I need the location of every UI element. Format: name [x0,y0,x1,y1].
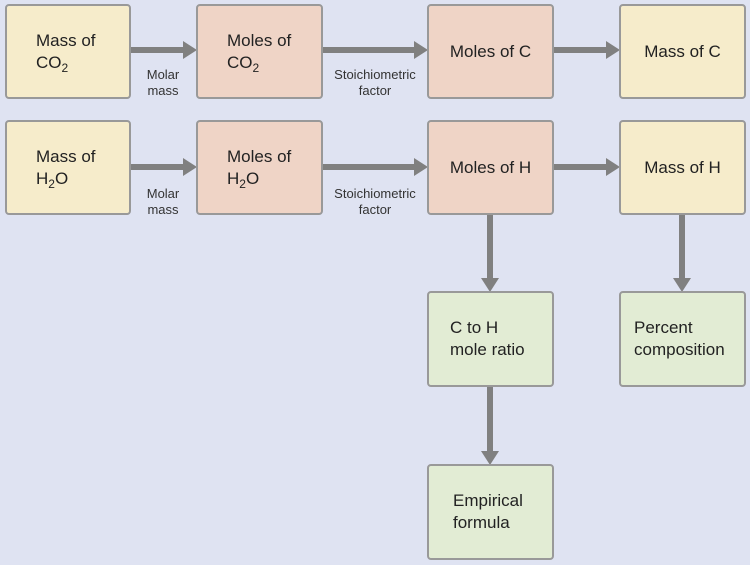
mass-h2o-box: Mass of H2O [5,120,131,215]
empirical-line1: Empirical [453,491,523,510]
arrow-moles-h-to-mass-h [554,158,620,176]
percent-line1: Percent [634,318,693,337]
moles-c-label: Moles of C [449,41,532,61]
mole-ratio-line2: mole ratio [450,340,525,359]
arrow-moles-h2o-to-moles-h [323,158,428,176]
mass-co2-box: Mass of CO2 [5,4,131,99]
mass-co2-line1: Mass of [36,30,96,50]
mass-c-label: Mass of C [644,41,721,61]
moles-h-label: Moles of H [449,158,532,177]
percent-composition-box: Percent composition [619,291,746,387]
moles-co2-line1: Moles of [227,30,292,50]
arrow-mole-ratio-to-empirical [481,387,499,465]
percent-line2: composition [634,340,725,359]
mole-ratio-line1: C to H [450,318,499,337]
moles-co2-formula: CO2 [227,52,260,75]
mole-ratio-box: C to H mole ratio [427,291,554,387]
arrow-moles-h-to-mole-ratio [481,215,499,292]
arrow-mass-co2-to-moles-co2 [131,41,197,59]
moles-h2o-line1: Moles of [227,146,292,166]
arrow-mass-h2o-to-moles-h2o [131,158,197,176]
mass-h2o-line1: Mass of [36,146,96,166]
mass-h2o-formula: H2O [36,168,69,191]
mass-c-box: Mass of C [619,4,746,99]
arrow-moles-c-to-mass-c [554,41,620,59]
mass-co2-formula: CO2 [36,52,69,75]
moles-h2o-box: Moles of H2O [196,120,323,215]
moles-co2-box: Moles of CO2 [196,4,323,99]
mass-h-box: Mass of H [619,120,746,215]
empirical-line2: formula [453,513,510,532]
arrow-mass-h-to-percent [673,215,691,292]
arrow-moles-co2-to-moles-c [323,41,428,59]
empirical-formula-box: Empirical formula [427,464,554,560]
moles-c-box: Moles of C [427,4,554,99]
mass-h-label: Mass of H [644,158,721,177]
moles-h2o-formula: H2O [227,168,260,191]
moles-h-box: Moles of H [427,120,554,215]
